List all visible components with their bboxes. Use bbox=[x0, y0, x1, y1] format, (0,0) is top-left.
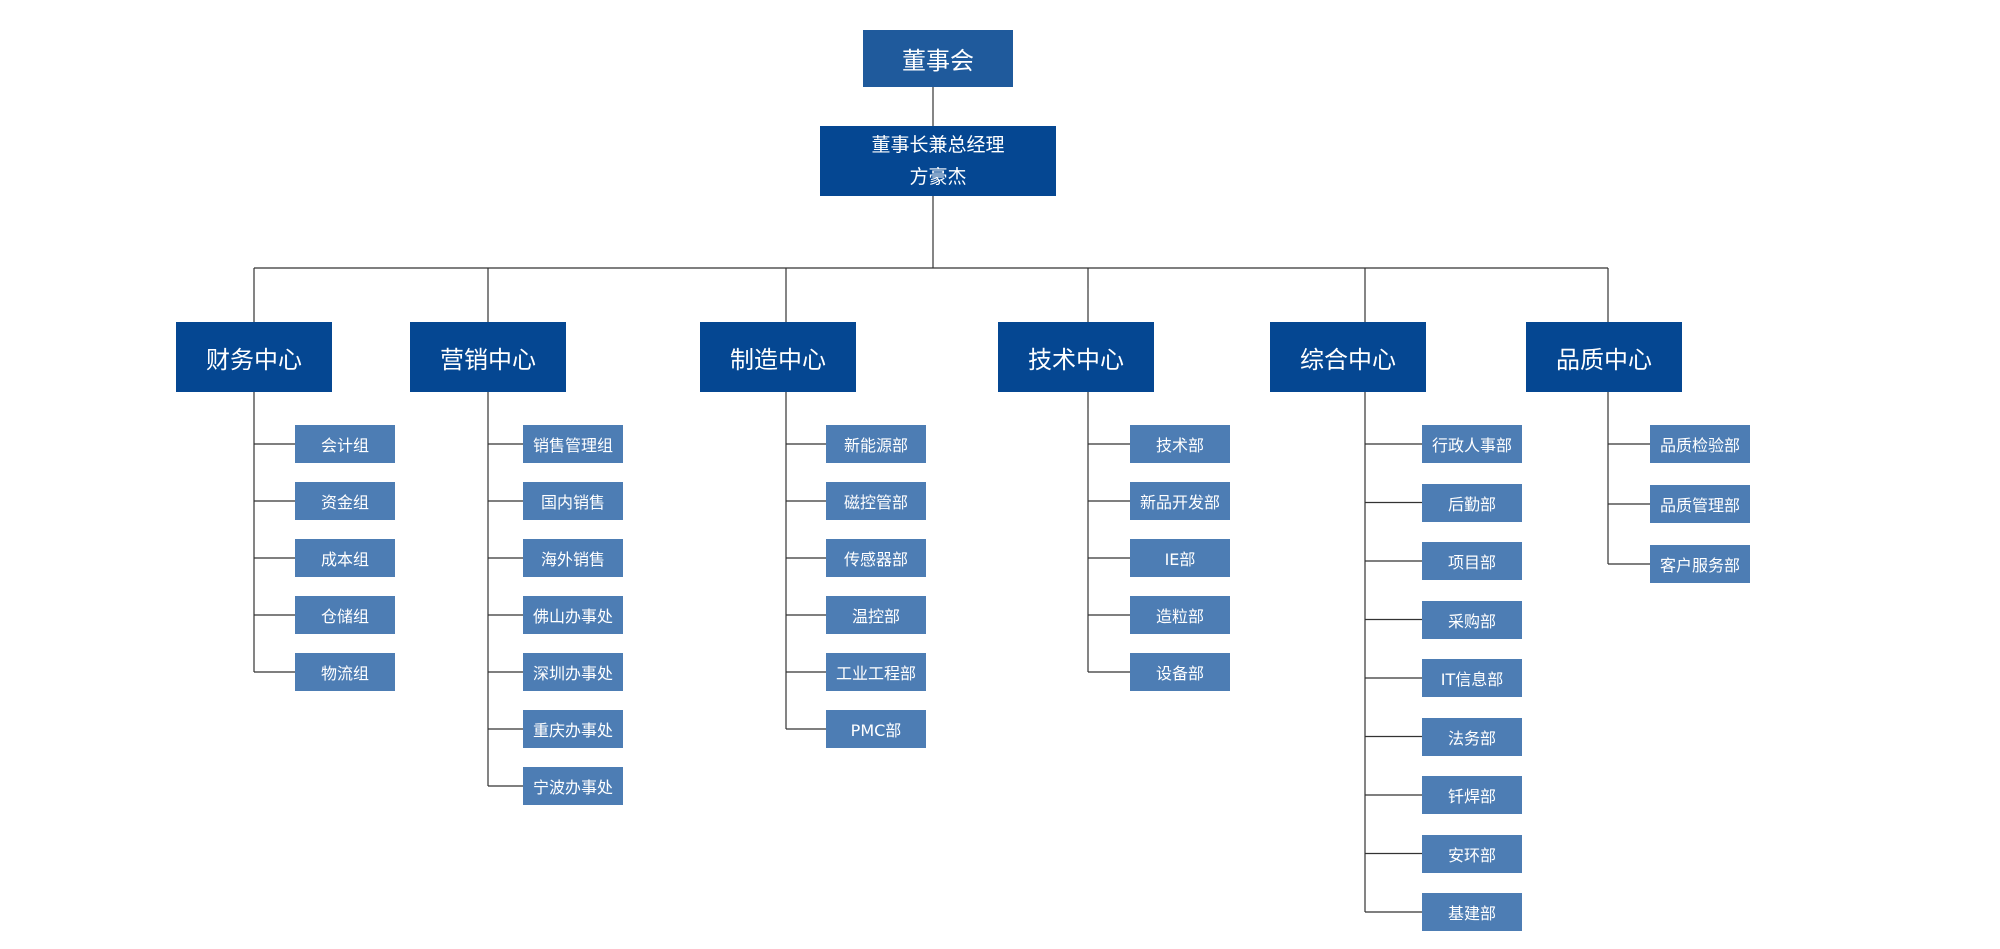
department-box: 工业工程部 bbox=[826, 653, 926, 691]
department-label: 品质管理部 bbox=[1659, 496, 1740, 515]
department-label: IT信息部 bbox=[1440, 670, 1504, 689]
department-box: 国内销售 bbox=[523, 482, 623, 520]
department-label: 物流组 bbox=[320, 664, 369, 683]
center-box: 品质中心 bbox=[1526, 322, 1682, 392]
department-label: 磁控管部 bbox=[843, 493, 908, 512]
department-label: 后勤部 bbox=[1447, 494, 1496, 514]
department-box: 法务部 bbox=[1422, 717, 1522, 756]
chairman-title: 董事长兼总经理 bbox=[871, 134, 1005, 156]
department-label: 温控部 bbox=[851, 607, 900, 626]
department-label: 设备部 bbox=[1155, 664, 1204, 683]
board-box: 董事会 bbox=[863, 30, 1013, 87]
department-label: IE部 bbox=[1164, 550, 1196, 569]
department-label: 新品开发部 bbox=[1139, 493, 1220, 512]
department-label: 法务部 bbox=[1447, 728, 1496, 748]
chairman-name: 方豪杰 bbox=[909, 166, 967, 188]
board-label: 董事会 bbox=[902, 47, 974, 75]
department-label: 佛山办事处 bbox=[532, 607, 613, 626]
department-box: 会计组 bbox=[295, 425, 395, 463]
department-box: 佛山办事处 bbox=[523, 596, 623, 634]
department-label: 国内销售 bbox=[540, 493, 605, 512]
department-box: 设备部 bbox=[1130, 653, 1230, 691]
department-box: 物流组 bbox=[295, 653, 395, 691]
department-box: 仓储组 bbox=[295, 596, 395, 634]
center-label: 财务中心 bbox=[206, 345, 302, 374]
department-label: 基建部 bbox=[1447, 904, 1496, 923]
department-box: 传感器部 bbox=[826, 539, 926, 577]
center-box: 技术中心 bbox=[998, 322, 1154, 392]
department-box: 新能源部 bbox=[826, 425, 926, 463]
department-box: 采购部 bbox=[1422, 600, 1522, 639]
department-label: 重庆办事处 bbox=[532, 721, 613, 740]
department-box: 技术部 bbox=[1130, 425, 1230, 463]
department-box: 海外销售 bbox=[523, 539, 623, 577]
center-box: 制造中心 bbox=[700, 322, 856, 392]
department-label: 仓储组 bbox=[320, 607, 369, 626]
department-box: 重庆办事处 bbox=[523, 710, 623, 748]
department-box: 宁波办事处 bbox=[523, 767, 623, 805]
chairman-box: 董事长兼总经理 方豪杰 bbox=[820, 126, 1056, 196]
center-box: 财务中心 bbox=[176, 322, 332, 392]
department-label: 成本组 bbox=[320, 550, 369, 569]
center-box: 营销中心 bbox=[410, 322, 566, 392]
department-box: 品质检验部 bbox=[1650, 425, 1750, 463]
department-box: 项目部 bbox=[1422, 542, 1522, 580]
department-box: 成本组 bbox=[295, 539, 395, 577]
department-box: 基建部 bbox=[1422, 893, 1522, 931]
department-label: 项目部 bbox=[1447, 553, 1496, 572]
department-label: 客户服务部 bbox=[1659, 556, 1740, 575]
department-box: 安环部 bbox=[1422, 834, 1522, 873]
department-label: 造粒部 bbox=[1155, 607, 1204, 626]
department-label: 深圳办事处 bbox=[532, 664, 613, 683]
department-label: 宁波办事处 bbox=[532, 778, 613, 797]
department-box: IT信息部 bbox=[1422, 659, 1522, 697]
center-box: 综合中心 bbox=[1270, 322, 1426, 392]
center-label: 品质中心 bbox=[1556, 345, 1652, 374]
department-label: 采购部 bbox=[1447, 611, 1496, 631]
department-box: 客户服务部 bbox=[1650, 545, 1750, 583]
department-label: 行政人事部 bbox=[1431, 436, 1512, 455]
department-box: 温控部 bbox=[826, 596, 926, 634]
department-box: 钎焊部 bbox=[1422, 776, 1522, 814]
department-box: 行政人事部 bbox=[1422, 425, 1522, 463]
department-box: 品质管理部 bbox=[1650, 485, 1750, 523]
department-label: 会计组 bbox=[320, 436, 369, 455]
department-box: 磁控管部 bbox=[826, 482, 926, 520]
department-label: 资金组 bbox=[320, 493, 369, 512]
department-box: 销售管理组 bbox=[523, 425, 623, 463]
center-label: 营销中心 bbox=[440, 345, 536, 374]
department-label: 销售管理组 bbox=[532, 436, 613, 455]
department-label: 工业工程部 bbox=[835, 664, 916, 683]
department-box: IE部 bbox=[1130, 539, 1230, 577]
department-label: 海外销售 bbox=[540, 550, 605, 569]
department-label: 安环部 bbox=[1447, 845, 1496, 865]
department-box: 后勤部 bbox=[1422, 483, 1522, 522]
center-label: 技术中心 bbox=[1028, 345, 1124, 374]
department-box: 深圳办事处 bbox=[523, 653, 623, 691]
center-label: 综合中心 bbox=[1300, 345, 1396, 374]
department-box: 资金组 bbox=[295, 482, 395, 520]
department-label: 技术部 bbox=[1155, 436, 1204, 455]
department-label: 传感器部 bbox=[843, 550, 908, 569]
department-label: 钎焊部 bbox=[1447, 787, 1496, 806]
department-box: PMC部 bbox=[826, 710, 926, 748]
department-label: 新能源部 bbox=[843, 436, 908, 455]
department-label: 品质检验部 bbox=[1659, 436, 1740, 455]
center-label: 制造中心 bbox=[730, 345, 826, 374]
department-box: 新品开发部 bbox=[1130, 482, 1230, 520]
department-label: PMC部 bbox=[850, 721, 902, 740]
department-box: 造粒部 bbox=[1130, 596, 1230, 634]
